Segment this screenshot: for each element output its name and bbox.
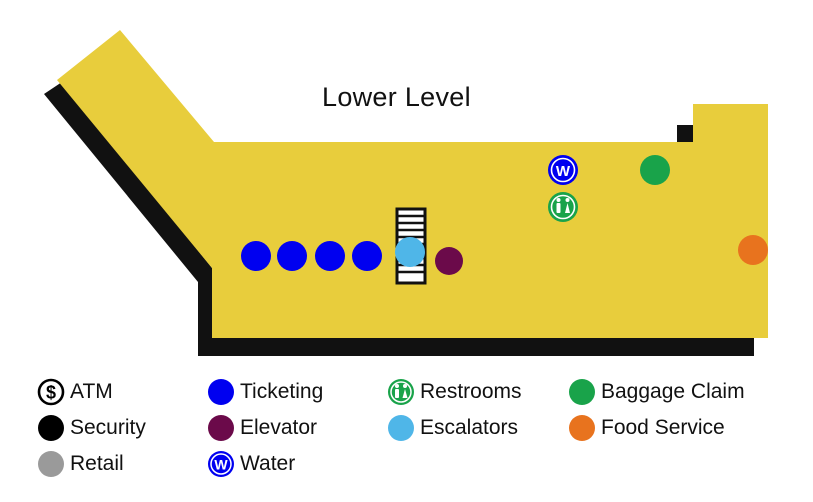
water-marker[interactable]: W — [548, 155, 578, 185]
restrooms-marker[interactable] — [548, 192, 578, 222]
food-service-marker[interactable] — [738, 235, 768, 265]
legend-atm-label: ATM — [70, 380, 113, 403]
legend-security: Security — [37, 413, 146, 443]
legend-baggage-claim: Baggage Claim — [568, 377, 745, 407]
legend-food-service-label: Food Service — [601, 416, 725, 439]
legend-escalators: Escalators — [387, 413, 518, 443]
gray-circle-icon — [37, 450, 65, 478]
ticketing-marker[interactable] — [277, 241, 307, 271]
restroom-icon — [387, 378, 415, 406]
purple-circle-icon — [207, 414, 235, 442]
light-blue-circle-icon — [387, 414, 415, 442]
water-icon: W — [207, 450, 235, 478]
legend-atm: $ ATM — [37, 377, 113, 407]
legend-water-label: Water — [240, 452, 296, 475]
floor-shadow-notch — [677, 125, 695, 145]
legend-water: W Water — [207, 449, 295, 479]
legend-ticketing: Ticketing — [207, 377, 323, 407]
legend-retail: Retail — [37, 449, 124, 479]
legend-restrooms-label: Restrooms — [420, 380, 522, 403]
green-circle-icon — [568, 378, 596, 406]
ticketing-marker[interactable] — [352, 241, 382, 271]
ticketing-marker[interactable] — [315, 241, 345, 271]
water-marker-glyph: W — [556, 163, 571, 180]
legend-baggage-claim-label: Baggage Claim — [601, 380, 745, 403]
legend-elevator: Elevator — [207, 413, 317, 443]
legend-restrooms: Restrooms — [387, 377, 522, 407]
orange-circle-icon — [568, 414, 596, 442]
ticketing-marker[interactable] — [241, 241, 271, 271]
legend-food-service: Food Service — [568, 413, 725, 443]
dollar-circle-icon: $ — [37, 378, 65, 406]
atm-glyph: $ — [46, 383, 56, 403]
legend-elevator-label: Elevator — [240, 416, 318, 439]
legend-ticketing-label: Ticketing — [240, 380, 324, 403]
baggage-claim-marker[interactable] — [640, 155, 670, 185]
escalators-marker[interactable] — [395, 237, 425, 267]
legend-security-label: Security — [70, 416, 146, 439]
floor-shadow-bottom — [198, 336, 754, 356]
floor-area — [57, 30, 768, 338]
elevator-marker[interactable] — [435, 247, 463, 275]
map-title: Lower Level — [322, 82, 471, 112]
blue-circle-icon — [207, 378, 235, 406]
water-legend-glyph: W — [214, 457, 228, 473]
floor-shadow — [44, 82, 230, 356]
legend-escalators-label: Escalators — [420, 416, 519, 439]
black-circle-icon — [37, 414, 65, 442]
legend-retail-label: Retail — [70, 452, 124, 475]
